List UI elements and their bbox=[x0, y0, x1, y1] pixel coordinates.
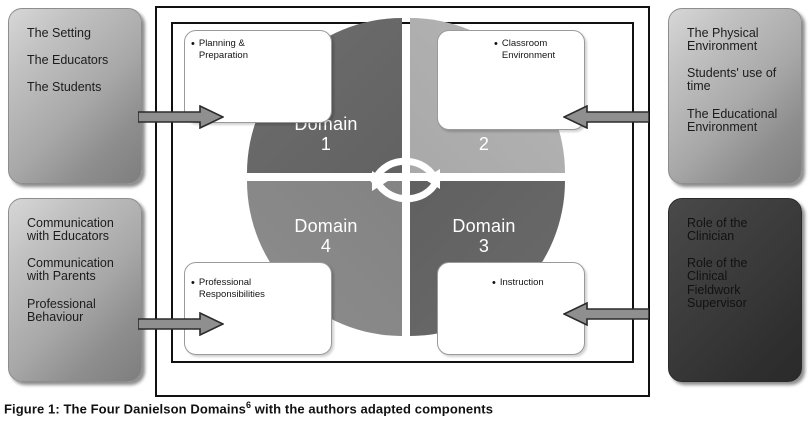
side-box-clinician-supervisor-roles[interactable]: Role of the Clinician Role of the Clinic… bbox=[668, 198, 802, 382]
side-box-communication-behaviour[interactable]: Communication with Educators Communicati… bbox=[8, 198, 142, 382]
domain-3-label: Domain 3 bbox=[452, 216, 516, 257]
side-box-line: Communication with Parents bbox=[27, 256, 114, 284]
bullet-icon: • bbox=[191, 38, 195, 50]
domain-4-label: Domain 4 bbox=[294, 216, 358, 257]
side-box-line: The Educators bbox=[27, 53, 109, 68]
component-box-planning-preparation[interactable]: • Planning & Preparation bbox=[184, 30, 332, 123]
bullet-icon: • bbox=[191, 277, 195, 289]
inner-frame bbox=[171, 22, 634, 363]
component-box-instruction[interactable]: • Instruction bbox=[437, 262, 585, 355]
arrow-left-bottom-right bbox=[563, 302, 649, 326]
side-box-setting-educators-students[interactable]: The Setting The Educators The Students bbox=[8, 8, 142, 184]
side-box-line: The Physical Environment bbox=[687, 26, 759, 54]
caption-prefix: Figure 1: The Four Danielson Domains bbox=[4, 401, 246, 417]
side-box-line: The Educational Environment bbox=[687, 106, 778, 134]
component-box-classroom-environment[interactable]: • Classroom Environment bbox=[437, 30, 585, 130]
arrow-left-top-right bbox=[563, 105, 649, 129]
side-box-line: Communication with Educators bbox=[27, 216, 114, 244]
side-box-line: Role of the Clinical Fieldwork Superviso… bbox=[687, 256, 748, 310]
caption-suffix: with the authors adapted components bbox=[251, 401, 494, 417]
side-box-line: The Students bbox=[27, 80, 102, 95]
side-box-physical-educational-environment[interactable]: The Physical Environment Students' use o… bbox=[668, 8, 802, 184]
bullet-icon: • bbox=[492, 277, 496, 289]
component-label-planning: Planning & Preparation bbox=[198, 38, 248, 61]
bullet-icon: • bbox=[494, 38, 498, 50]
arrow-right-top-left bbox=[138, 105, 224, 129]
component-label-classroom: Classroom Environment bbox=[501, 38, 556, 61]
component-box-professional-responsibilities[interactable]: • Professional Responsibilities bbox=[184, 262, 332, 355]
side-box-line: The Setting bbox=[27, 26, 91, 40]
side-box-line: Role of the Clinician bbox=[687, 216, 748, 244]
caption-footnote-marker: 6 bbox=[245, 400, 252, 410]
component-label-instruction: Instruction bbox=[499, 277, 544, 288]
arrow-right-bottom-left bbox=[138, 312, 224, 336]
side-box-line: Professional Behaviour bbox=[27, 296, 96, 324]
side-box-line: Students' use of time bbox=[687, 66, 777, 94]
figure-caption: Figure 1: The Four Danielson Domains6 wi… bbox=[4, 400, 804, 416]
cycle-arrows-icon bbox=[370, 157, 442, 203]
component-label-professional: Professional Responsibilities bbox=[198, 277, 265, 300]
